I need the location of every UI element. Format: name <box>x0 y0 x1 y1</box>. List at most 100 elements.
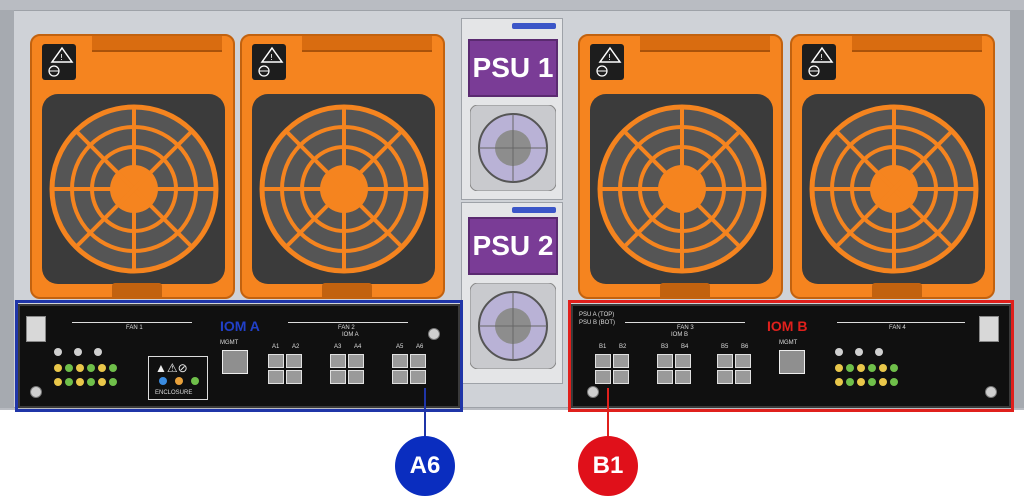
fan-warning-icon: ! <box>42 44 76 80</box>
port-a5-label: A5 <box>396 344 404 350</box>
psu-2-label: PSU 2 <box>468 217 558 275</box>
port-b3-label: B3 <box>661 344 669 350</box>
port-a6-lower[interactable] <box>410 370 426 384</box>
fan-grille-icon <box>802 94 985 284</box>
port-a4[interactable] <box>348 354 364 368</box>
left-rail <box>0 10 14 408</box>
fan-pull-tab[interactable] <box>322 283 372 297</box>
port-a1-lower[interactable] <box>268 370 284 384</box>
port-a1-label: A1 <box>272 344 280 350</box>
mgmt-port[interactable] <box>222 350 248 374</box>
svg-text:!: ! <box>820 53 823 62</box>
fan-latch <box>640 36 770 52</box>
screw-icon <box>587 386 599 398</box>
fan-1-line <box>72 322 192 323</box>
port-b2-lower[interactable] <box>613 370 629 384</box>
screw-icon <box>985 386 997 398</box>
fan-4-label: FAN 4 <box>889 325 906 331</box>
port-b5-lower[interactable] <box>717 370 733 384</box>
fan-latch <box>852 36 982 52</box>
fan-3-line <box>625 322 745 323</box>
psu-a-top-note: PSU A (TOP) <box>579 312 615 318</box>
port-a3[interactable] <box>330 354 346 368</box>
port-a1[interactable] <box>268 354 284 368</box>
callout-b1-leader <box>607 388 609 438</box>
fan-warning-icon: ! <box>590 44 624 80</box>
fan-pull-tab[interactable] <box>872 283 922 297</box>
port-pair-a1-a2 <box>268 354 302 384</box>
screw-icon <box>428 328 440 340</box>
port-b2-label: B2 <box>619 344 627 350</box>
psu-status-strip <box>512 207 556 213</box>
psu-b-bot-note: PSU B (BOT) <box>579 320 616 326</box>
port-b3-lower[interactable] <box>657 370 673 384</box>
psu-1-label: PSU 1 <box>468 39 558 97</box>
enclosure-chassis: ! ! <box>0 0 1024 412</box>
port-b1[interactable] <box>595 354 611 368</box>
iom-a-module[interactable]: FAN 1 FAN 2 IOM A ▲⚠⊘ ENCLOSURE MGMT IOM… <box>18 304 460 408</box>
port-b6[interactable] <box>735 354 751 368</box>
fan-pull-tab[interactable] <box>660 283 710 297</box>
screw-icon <box>30 386 42 398</box>
port-b1-label: B1 <box>599 344 607 350</box>
mgmt-port[interactable] <box>779 350 805 374</box>
fan-1-label: FAN 1 <box>126 325 143 331</box>
port-a5[interactable] <box>392 354 408 368</box>
iom-b-latch[interactable] <box>979 316 999 342</box>
port-b4-label: B4 <box>681 344 689 350</box>
port-pair-b1-b2 <box>595 354 629 384</box>
mgmt-label: MGMT <box>779 340 798 346</box>
port-b4[interactable] <box>675 354 691 368</box>
port-b2[interactable] <box>613 354 629 368</box>
fan-module-2[interactable]: ! <box>240 34 445 299</box>
mgmt-label: MGMT <box>220 340 239 346</box>
fan-4-line <box>837 322 965 323</box>
port-b6-lower[interactable] <box>735 370 751 384</box>
psu-2-module[interactable]: PSU 2 <box>461 202 563 384</box>
iom-a-latch[interactable] <box>26 316 46 342</box>
fan-module-1[interactable]: ! <box>30 34 235 299</box>
port-led-row <box>835 364 898 372</box>
svg-text:!: ! <box>60 53 63 62</box>
psu-1-module[interactable]: PSU 1 <box>461 18 563 200</box>
iom-b-port-group-label: IOM B <box>671 332 689 338</box>
fan-latch <box>302 36 432 52</box>
iom-b-module[interactable]: PSU A (TOP) PSU B (BOT) FAN 3 FAN 4 IOM … <box>571 304 1011 408</box>
port-b3[interactable] <box>657 354 673 368</box>
fan-grille-icon <box>42 94 225 284</box>
port-a4-lower[interactable] <box>348 370 364 384</box>
port-a2-lower[interactable] <box>286 370 302 384</box>
port-a2[interactable] <box>286 354 302 368</box>
port-pair-a3-a4 <box>330 354 364 384</box>
fan-module-3[interactable]: ! <box>578 34 783 299</box>
port-b5[interactable] <box>717 354 733 368</box>
fan-module-4[interactable]: ! <box>790 34 995 299</box>
status-led-group <box>835 348 883 356</box>
fan-grille-icon <box>590 94 773 284</box>
port-a5-lower[interactable] <box>392 370 408 384</box>
iom-a-title: IOM A <box>220 318 260 334</box>
port-b4-lower[interactable] <box>675 370 691 384</box>
fan-warning-icon: ! <box>802 44 836 80</box>
fan-pull-tab[interactable] <box>112 283 162 297</box>
psu-status-strip <box>512 23 556 29</box>
callout-b1: B1 <box>578 436 638 496</box>
iom-b-title: IOM B <box>767 318 808 334</box>
fan-grille-icon <box>252 94 435 284</box>
port-led-row <box>54 364 117 372</box>
port-a4-label: A4 <box>354 344 362 350</box>
iom-a-highlight-frame <box>15 300 463 412</box>
port-b1-lower[interactable] <box>595 370 611 384</box>
svg-text:!: ! <box>270 53 273 62</box>
port-led-row <box>54 378 117 386</box>
port-pair-b3-b4 <box>657 354 691 384</box>
fan-warning-icon: ! <box>252 44 286 80</box>
port-b5-label: B5 <box>721 344 729 350</box>
enclosure-icons: ▲⚠⊘ <box>155 361 188 375</box>
port-a6-label: A6 <box>416 344 424 350</box>
callout-a6-leader <box>424 388 426 438</box>
fan-3-label: FAN 3 <box>677 325 694 331</box>
port-a6[interactable] <box>410 354 426 368</box>
port-a3-lower[interactable] <box>330 370 346 384</box>
psu-fan-icon <box>469 104 557 192</box>
